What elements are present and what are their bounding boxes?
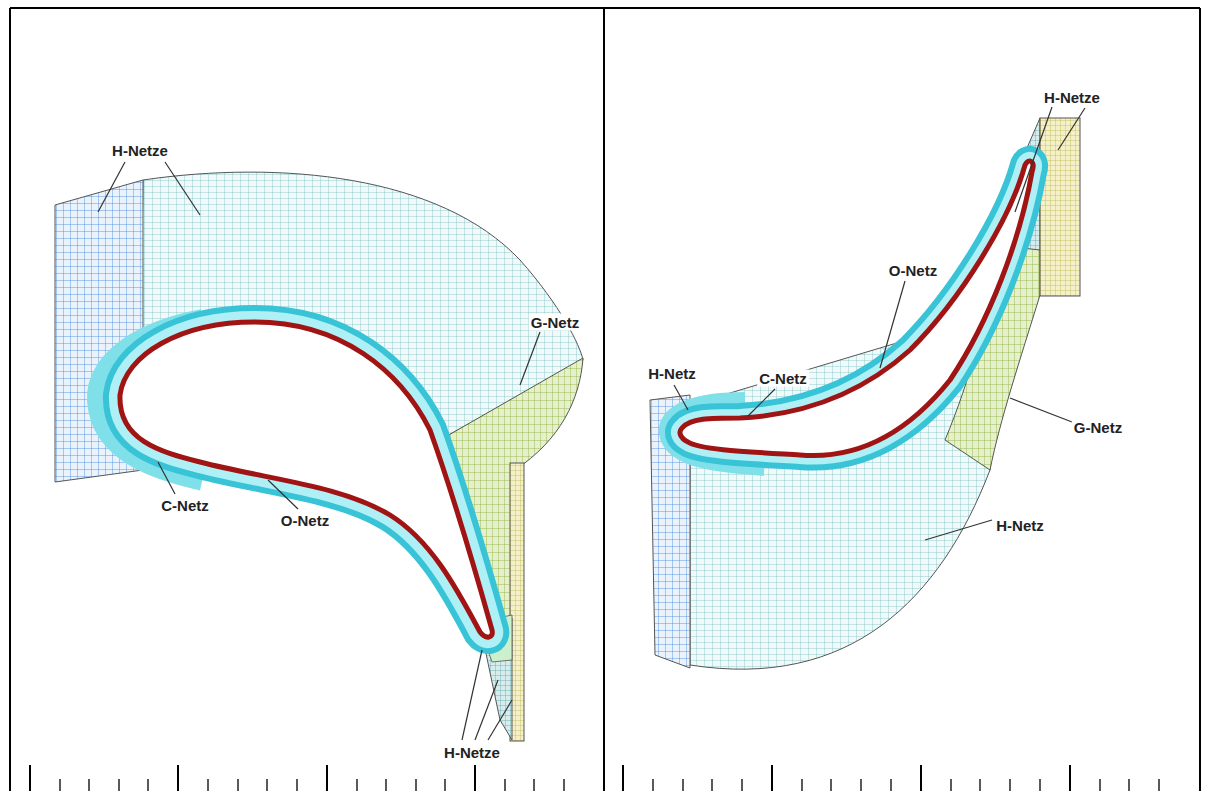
mesh-label: C-Netz (757, 370, 809, 387)
left-mesh (55, 172, 583, 741)
mesh-label: O-Netz (887, 262, 939, 279)
scale-ticks (30, 765, 1070, 791)
scale-minor-ticks (60, 779, 1159, 791)
mesh-label: G-Netz (529, 314, 581, 331)
right-mesh (650, 118, 1080, 669)
mesh-label: G-Netz (1072, 419, 1124, 436)
leader-lines (98, 107, 1085, 740)
panel-frame (10, 8, 1200, 791)
mesh-label: O-Netz (279, 512, 331, 529)
mesh-label: H-Netz (646, 365, 698, 382)
mesh-label: H-Netz (994, 517, 1046, 534)
mesh-label: H-Netze (442, 744, 502, 761)
mesh-label: C-Netz (159, 497, 211, 514)
mesh-label: H-Netze (110, 142, 170, 159)
mesh-label: H-Netze (1042, 89, 1102, 106)
